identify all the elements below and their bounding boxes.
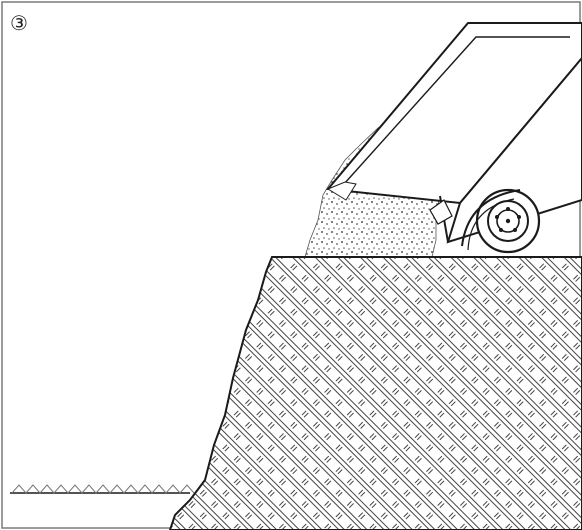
ground-hatch-left (12, 485, 194, 493)
wheel-center (506, 219, 510, 223)
step-number: ③ (10, 11, 28, 35)
embankment (170, 257, 582, 530)
